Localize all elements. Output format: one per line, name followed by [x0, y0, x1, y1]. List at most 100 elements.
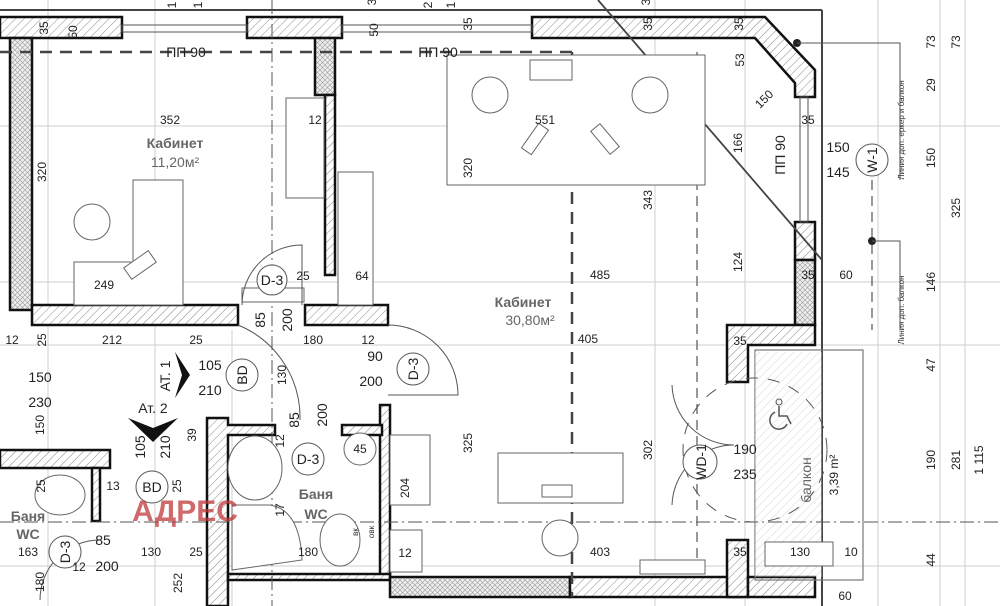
dimension: 25 [35, 333, 49, 347]
cabinet [337, 171, 374, 306]
dimension: 320 [461, 158, 475, 178]
toilet [319, 513, 361, 567]
shower [231, 504, 303, 571]
dimension: 124 [731, 252, 745, 272]
dimension: 85 [95, 532, 111, 548]
dimension: 150 [28, 369, 52, 385]
section-mark: Ат. 2 [138, 400, 168, 416]
wheelchair-icon [769, 398, 792, 430]
desk [446, 54, 706, 186]
column [529, 59, 573, 81]
dimension: 405 [578, 332, 598, 346]
dimension: 200 [95, 558, 119, 574]
dimension: 35 [732, 17, 746, 31]
section-mark: АТ. 1 [157, 360, 173, 391]
dimension: 212 [102, 333, 122, 347]
dimension: 210 [198, 382, 222, 398]
dimension: 39 [185, 428, 199, 442]
dimension: 150 [826, 139, 850, 155]
dimension: 325 [461, 433, 475, 453]
dimension: 105 [132, 435, 148, 459]
dimension: 281 [949, 450, 963, 470]
dimension: 35 [37, 21, 51, 35]
annotation: вк [351, 528, 360, 536]
room-name: балкон [798, 457, 814, 502]
annotation: овк [367, 525, 376, 538]
dimension: 130 [141, 545, 161, 559]
dimension: 44 [924, 553, 938, 567]
dimension: 64 [355, 269, 369, 283]
dimension: 150 [752, 87, 776, 111]
dimension: 12 [273, 434, 287, 448]
dimension: 130 [790, 545, 810, 559]
dimension: 551 [535, 113, 555, 127]
room-sub: WC [16, 526, 39, 542]
dimension: 3 [365, 0, 379, 5]
dimensions: 35 50 1 1 3 2 1 50 35 35 35 3 352 320 12… [5, 0, 986, 603]
dimension: 204 [398, 478, 412, 498]
dimension: 190 [733, 441, 757, 457]
furniture [34, 54, 834, 575]
dimension: 13 [106, 479, 120, 493]
window-tag: ПП 90 [166, 44, 206, 60]
dimension: 1 [165, 1, 179, 8]
dimension: 235 [733, 466, 757, 482]
room-name: Кабинет [147, 135, 204, 151]
dimension: 90 [367, 348, 383, 364]
dimension: 45 [353, 442, 367, 456]
dimension: 73 [949, 35, 963, 49]
room-area: 11,20м² [151, 154, 200, 170]
dimension: 35 [801, 113, 815, 127]
dimension: 12 [72, 560, 86, 574]
dimension: 50 [367, 23, 381, 37]
windows [121, 24, 809, 223]
stove [389, 529, 423, 573]
dimension: 200 [279, 308, 295, 332]
door-tag: D-3 [261, 272, 284, 288]
dimension: 12 [5, 333, 19, 347]
annotation: Линия доп. балкон [897, 275, 906, 344]
cabinet [285, 97, 325, 199]
dimension: 163 [18, 545, 38, 559]
door-tag: BD [234, 365, 250, 384]
dimension: 210 [157, 435, 173, 459]
dimension: 25 [189, 545, 203, 559]
dimension: 130 [275, 365, 289, 385]
watermark: АДРЕС [132, 495, 238, 528]
dimension: 35 [801, 268, 815, 282]
office-chair [631, 76, 669, 114]
counter [389, 434, 431, 506]
dimension: 180 [298, 545, 318, 559]
drain [343, 432, 377, 466]
dimension: 166 [731, 133, 745, 153]
dimension: 1 115 [972, 445, 986, 474]
room-area: 30,80м² [505, 312, 555, 328]
dimension: 190 [924, 450, 938, 470]
dimension: 35 [641, 17, 655, 31]
keyboard [541, 484, 573, 498]
office-chair [471, 76, 509, 114]
section-arrow-icon [128, 418, 178, 442]
office-chair [73, 203, 111, 241]
door-tag: BD [142, 479, 161, 495]
dimension: 60 [838, 589, 852, 603]
door-tag: D-3 [405, 358, 421, 381]
dimension: 12 [361, 333, 375, 347]
dimension: 35 [461, 17, 475, 31]
dimension: 85 [252, 312, 268, 328]
dimension: 25 [34, 479, 48, 493]
dimension: 85 [286, 412, 302, 428]
dimension: 146 [924, 272, 938, 292]
window-tag: ПП 90 [418, 44, 458, 60]
walls [0, 15, 817, 606]
dimension: 12 [308, 113, 322, 127]
dimension: 3 [639, 0, 653, 5]
room-name: Кабинет [495, 294, 552, 310]
dimension: 145 [826, 164, 850, 180]
dimension: 352 [160, 113, 180, 127]
office-chair [541, 519, 579, 557]
dimension: 17 [273, 503, 287, 517]
window-tag: W-1 [864, 147, 880, 173]
dimension: 60 [839, 268, 853, 282]
dimension: 25 [170, 479, 184, 493]
